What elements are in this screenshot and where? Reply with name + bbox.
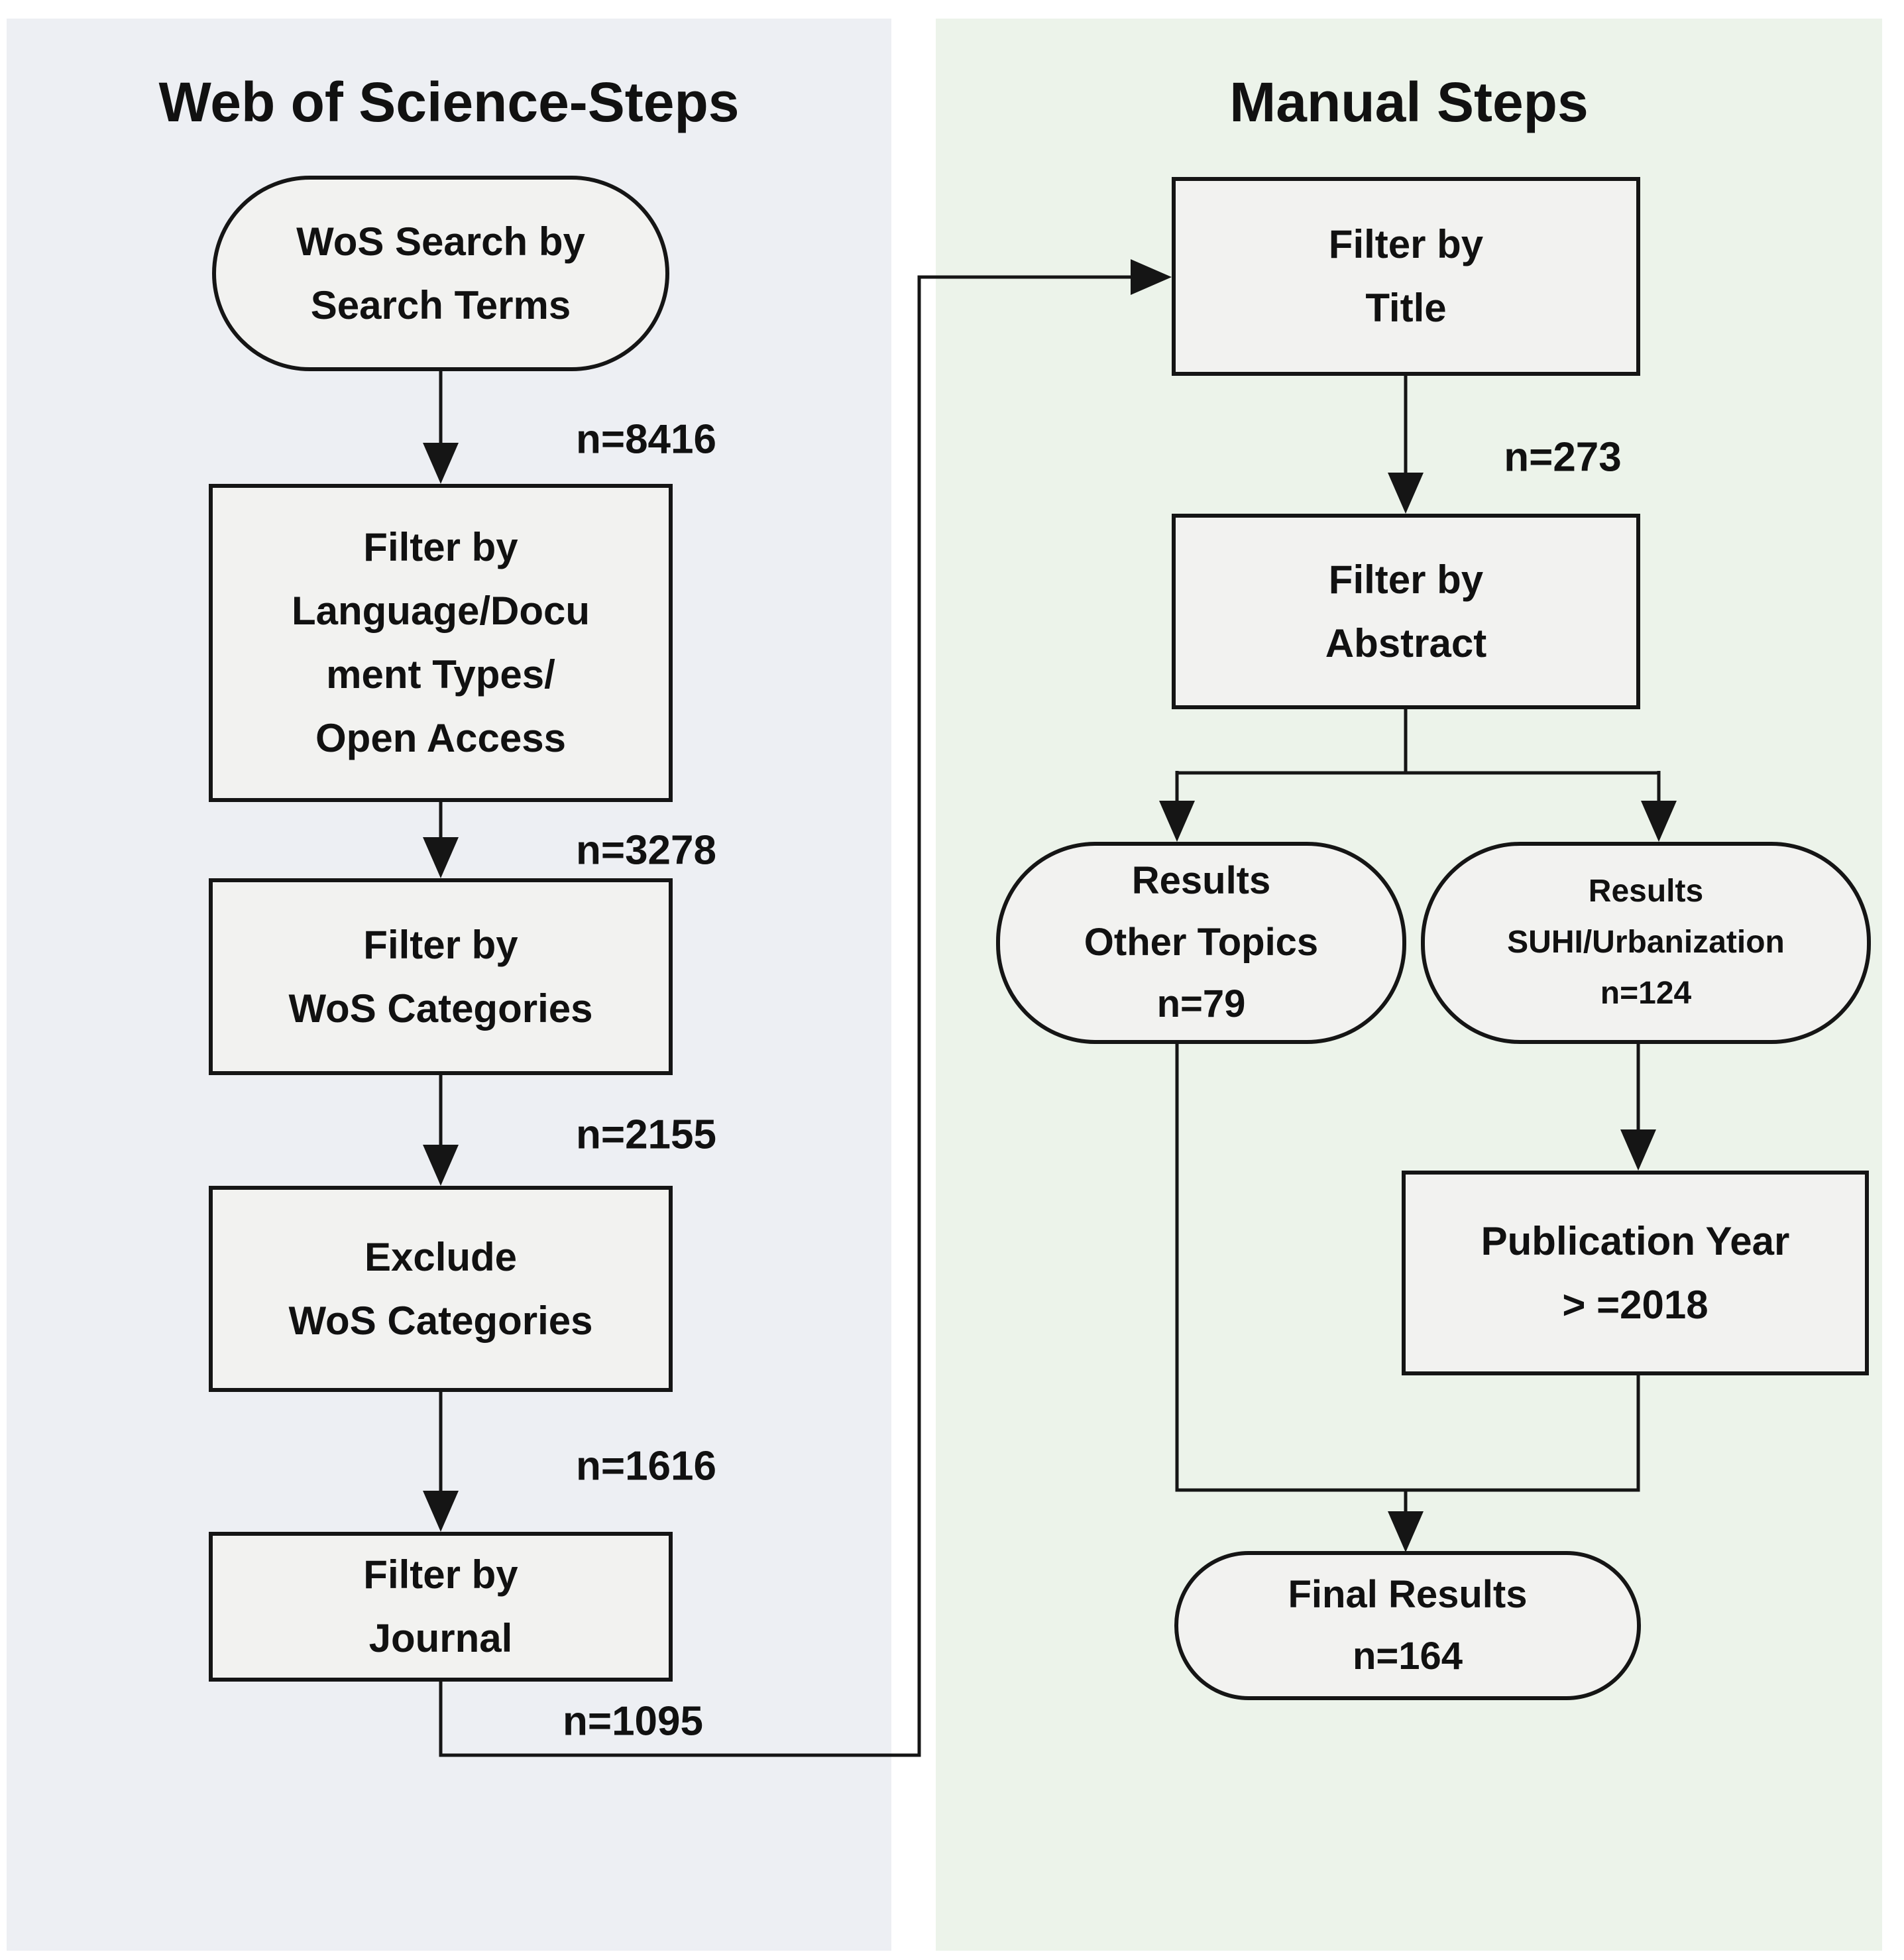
manual-steps-panel-title: Manual Steps — [1229, 71, 1589, 133]
node-filter-wos-categories: Filter by WoS Categories — [209, 878, 673, 1075]
arrowhead-search-to-language — [423, 443, 459, 484]
edge-label-n1616: n=1616 — [575, 1443, 717, 1489]
arrowhead-categories-to-exclude — [423, 1145, 459, 1186]
edge-label-n2155: n=2155 — [575, 1112, 717, 1158]
arrowhead-journal-to-title — [1131, 259, 1172, 295]
edge-label-n3278: n=3278 — [575, 827, 717, 874]
arrowhead-split-to-other-topics — [1159, 801, 1195, 842]
node-results-suhi-urbanization: Results SUHI/Urbanization n=124 — [1421, 842, 1871, 1044]
node-wos-search: WoS Search by Search Terms — [212, 176, 669, 371]
edge-label-n8416: n=8416 — [575, 416, 717, 463]
node-publication-year: Publication Year > =2018 — [1402, 1171, 1869, 1375]
edge-label-n273: n=273 — [1504, 434, 1622, 481]
edge-journal-to-title — [439, 275, 1134, 1757]
arrowhead-split-to-suhi — [1641, 801, 1677, 842]
node-filter-abstract: Filter by Abstract — [1172, 514, 1640, 709]
arrowhead-suhi-to-pubyear — [1620, 1129, 1656, 1171]
node-exclude-wos-categories: Exclude WoS Categories — [209, 1186, 673, 1392]
arrowhead-converge-to-final — [1388, 1511, 1424, 1552]
arrowhead-language-to-categories — [423, 837, 459, 878]
node-filter-language: Filter by Language/Docu ment Types/ Open… — [209, 484, 673, 802]
arrowhead-exclude-to-journal — [423, 1491, 459, 1532]
node-filter-journal: Filter by Journal — [209, 1532, 673, 1682]
edge-label-n1095: n=1095 — [562, 1698, 704, 1745]
arrowhead-title-to-abstract — [1388, 473, 1424, 514]
node-final-results: Final Results n=164 — [1174, 1551, 1641, 1700]
node-filter-title: Filter by Title — [1172, 177, 1640, 376]
edge-converge-final — [1175, 1044, 1640, 1492]
node-results-other-topics: Results Other Topics n=79 — [996, 842, 1406, 1044]
wos-steps-panel-title: Web of Science-Steps — [158, 71, 740, 133]
